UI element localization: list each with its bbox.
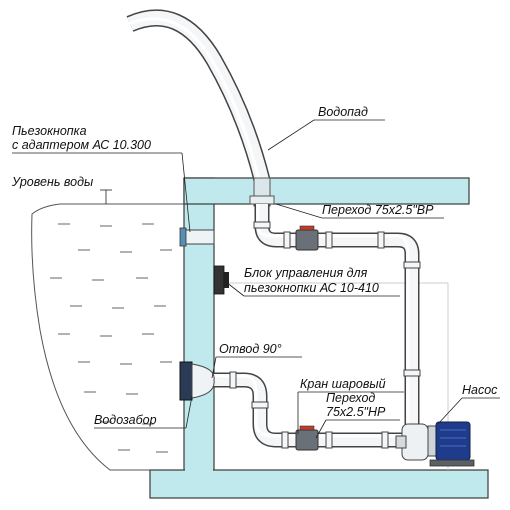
label-adapter-bottom-2: 75х2.5"НР: [326, 405, 386, 419]
water-surface-dashes: [50, 223, 172, 453]
label-water-level: Уровень воды: [11, 175, 93, 189]
waterfall-hose: [126, 9, 271, 183]
pool-walls: [149, 177, 489, 499]
plumbing: [200, 204, 421, 449]
ball-valve-top: [295, 225, 319, 251]
label-piezo-button-2: с адаптером АС 10.300: [12, 138, 151, 152]
piezo-button: [179, 227, 215, 247]
label-piezo-button-1: Пьезокнопка: [12, 124, 87, 138]
control-unit: [213, 265, 229, 295]
leader-lines: [12, 119, 500, 439]
labels: Водопад Пьезокнопка с адаптером АС 10.30…: [11, 105, 498, 427]
pump: [395, 421, 475, 467]
label-control-unit-1: Блок управления для: [244, 266, 368, 280]
label-control-unit-2: пьезокнопки АС 10-410: [244, 281, 379, 295]
ball-valve-bottom: [295, 425, 319, 451]
label-intake: Водозабор: [94, 413, 157, 427]
label-adapter-top: Переход 75х2.5"ВР: [322, 203, 434, 217]
label-adapter-bottom-1: Переход: [326, 391, 375, 405]
pool-water: [31, 203, 185, 471]
label-elbow: Отвод 90°: [219, 342, 282, 356]
label-waterfall: Водопад: [318, 105, 368, 119]
label-ball-valve: Кран шаровый: [300, 377, 386, 391]
label-pump: Насос: [462, 383, 498, 397]
water-intake: [179, 361, 215, 401]
slab-pass-through: [249, 177, 275, 207]
